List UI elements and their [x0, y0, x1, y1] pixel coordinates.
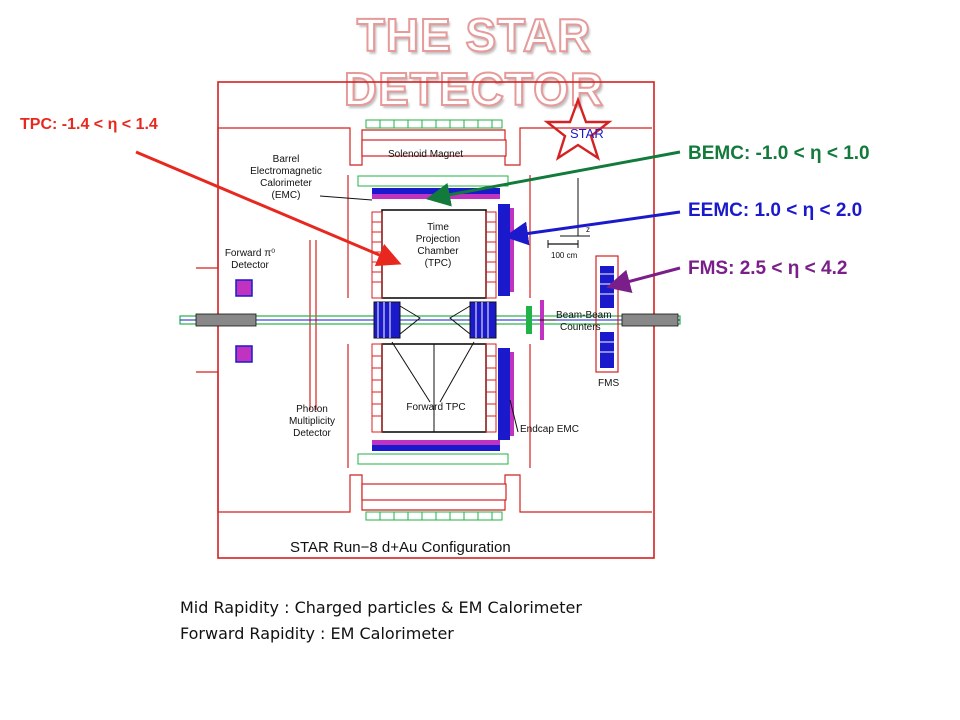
endcap-emc-text: Endcap EMC [520, 424, 579, 435]
bemc-text-4: (EMC) [272, 190, 301, 201]
eemc-eta-label: EEMC: 1.0 < η < 2.0 [688, 200, 863, 221]
forward-pi0-detector [235, 279, 253, 363]
bemc-callout-arrow [426, 150, 681, 207]
star-logo-text: STAR [570, 126, 604, 141]
caption-mid-rapidity: Mid Rapidity : Charged particles & EM Ca… [180, 598, 582, 617]
scale-and-axis [547, 178, 590, 248]
bemc-text-1: Barrel [273, 154, 300, 165]
bbc-text-2: Counters [560, 322, 601, 333]
ftpc-text: Forward TPC [406, 402, 465, 413]
fpd-text-2: Detector [231, 260, 269, 271]
caption-forward-rapidity: Forward Rapidity : EM Calorimeter [180, 624, 454, 643]
bemc-eta-label: BEMC: -1.0 < η < 1.0 [688, 143, 870, 164]
forward-tpc [373, 301, 497, 339]
diagram-leader-lines [319, 195, 556, 433]
magnet-coils [357, 119, 509, 521]
tpc-text-3: Chamber [417, 246, 459, 257]
bbc-text-1: Beam-Beam [556, 310, 612, 321]
fpd-text-1: Forward π⁰ [225, 248, 275, 259]
bemc-text-3: Calorimeter [260, 178, 312, 189]
tpc-text-1: Time [427, 222, 449, 233]
axis-z-text: z [586, 225, 590, 234]
configuration-label: STAR Run−8 d+Au Configuration [290, 539, 511, 556]
pmd-text-1: Photon [296, 404, 328, 415]
bemc-text-2: Electromagnetic [250, 166, 322, 177]
fms-callout-arrow [606, 266, 681, 293]
tpc-eta-label: TPC: -1.4 < η < 1.4 [20, 116, 158, 133]
slide-title: The STAR Detector [343, 8, 605, 116]
fms-eta-label: FMS: 2.5 < η < 4.2 [688, 258, 848, 279]
fms-text: FMS [598, 378, 619, 389]
tpc-text-2: Projection [416, 234, 460, 245]
magnet-iron [196, 127, 652, 513]
tpc-text-4: (TPC) [425, 258, 452, 269]
tpc-callout-arrow [135, 150, 402, 267]
beam-pipe [179, 313, 681, 327]
pmd-text-3: Detector [293, 428, 331, 439]
solenoid-label: Solenoid Magnet [388, 149, 463, 160]
pmd-text-2: Multiplicity [289, 416, 335, 427]
star-logo [543, 96, 613, 161]
scale-text: 100 cm [551, 251, 578, 260]
eemc-callout-arrow [504, 210, 681, 246]
